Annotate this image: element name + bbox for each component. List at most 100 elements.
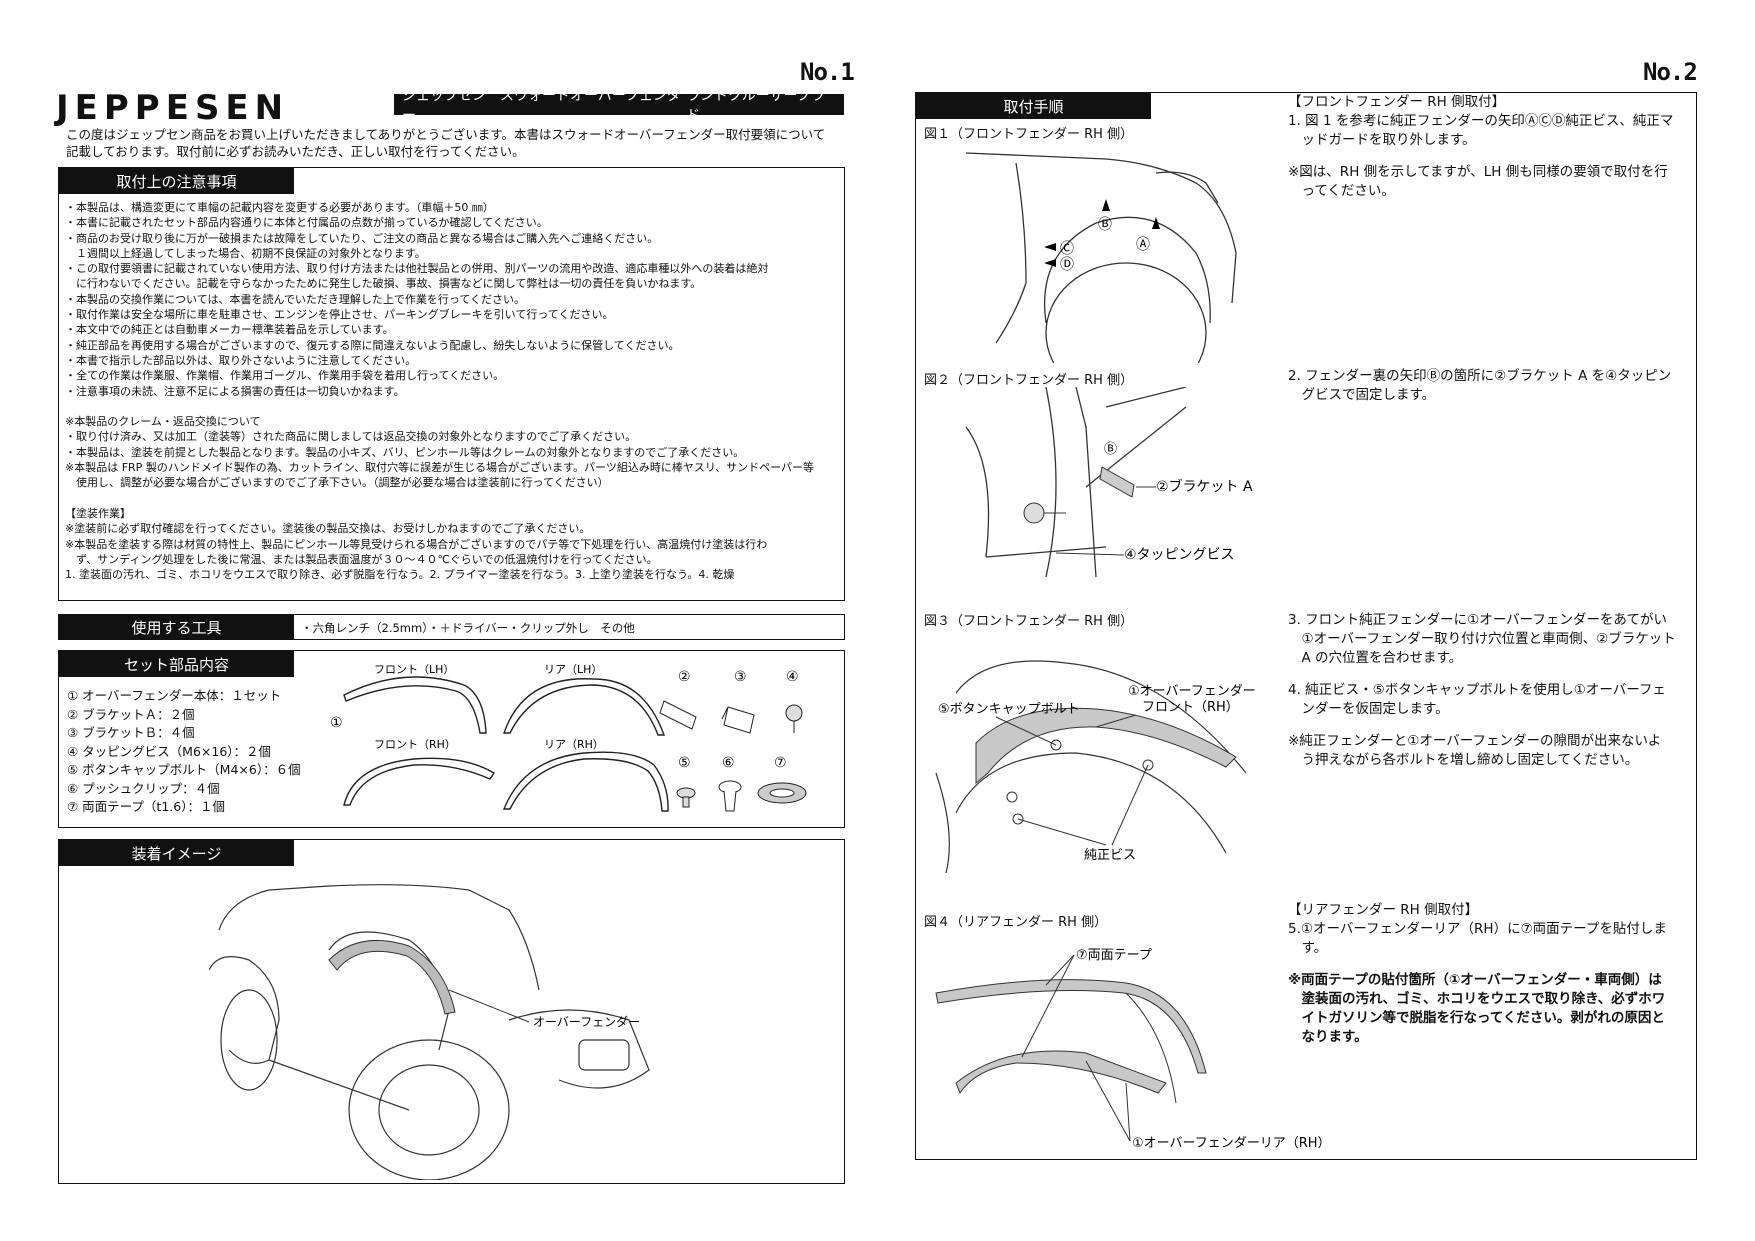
caution-line bbox=[65, 399, 814, 414]
fig2-illustration: Ⓑ ②ブラケット A ④タッピングビス bbox=[965, 387, 1253, 578]
fig1-mark-b: Ⓑ bbox=[1098, 217, 1112, 233]
caution-line: に行わないでください。記載を守らなかったために発生した破損、事故、損害などに関し… bbox=[65, 277, 702, 291]
image-section: 装着イメージ オーバーフェンダー bbox=[58, 839, 845, 1184]
parts-item: ④ タッピングビス（M6×16）：２個 bbox=[67, 743, 272, 759]
parts-section: セット部品内容 ① オーバーフェンダー本体：１セット ② ブラケットＡ：２個 ③… bbox=[58, 650, 845, 828]
fig1-step-line: 1. 図 1 を参考に純正フェンダーの矢印ⒶⒸⒹ純正ビス、純正マ bbox=[1288, 113, 1674, 129]
fig1-heading: 【フロントフェンダー RH 側取付】 bbox=[1288, 94, 1506, 110]
fig3-step3-line: ①オーバーフェンダー取り付け穴位置と車両側、②ブラケット bbox=[1288, 631, 1676, 647]
fig3-label-fender2: フロント（RH） bbox=[1142, 700, 1239, 715]
brand-logo: JEPPESEN bbox=[56, 88, 290, 128]
label-num-5: ⑤ bbox=[678, 755, 691, 771]
caution-list: ・本製品は、構造変更にて車幅の記載内容を変更する必要があります。（車幅＋50 ㎜… bbox=[65, 200, 814, 582]
fig3-text: 3. フロント純正フェンダーに①オーバーフェンダーをあてがい ①オーバーフェンダ… bbox=[1288, 611, 1676, 770]
label-num-1: ① bbox=[330, 715, 343, 731]
page-number-1: No.1 bbox=[800, 58, 855, 86]
fig2-text: 2. フェンダー裏の矢印Ⓑの箇所に②ブラケット A を④タッピン グビスで固定し… bbox=[1288, 367, 1671, 405]
fig4-step-line: す。 bbox=[1288, 940, 1328, 956]
caution-line: ・本書で指示した部品以外は、取り外さないように注意してください。 bbox=[65, 353, 417, 367]
header-product: ジェップセン スウォードオーバーフェンダー bbox=[402, 87, 682, 124]
fig4-label-fender: ①オーバーフェンダーリア（RH） bbox=[1132, 1136, 1331, 1151]
label-num-2: ② bbox=[678, 669, 691, 685]
fig1-step-line: ッドガードを取り外します。 bbox=[1288, 132, 1476, 148]
fig3-illustration: ⑤ボタンキャップボルト ①オーバーフェンダー フロント（RH） 純正ビス bbox=[935, 660, 1256, 873]
caution-line: 【塗装作業】 bbox=[65, 506, 131, 520]
fig4-illustration: ⑦両面テープ ①オーバーフェンダーリア（RH） bbox=[935, 948, 1331, 1151]
label-front-rh: フロント（RH） bbox=[374, 738, 456, 751]
mounted-car-illustration: オーバーフェンダー bbox=[209, 884, 650, 1180]
caution-line: ・注意事項の未読、注意不足による損害の責任は一切負いかねます。 bbox=[65, 384, 405, 398]
fig1-note-line: ※図は、RH 側を示してますが、LH 側も同様の要領で取付を行 bbox=[1288, 164, 1668, 180]
overfender-highlight bbox=[328, 940, 456, 1015]
caution-line: ※塗装前に必ず取付確認を行ってください。塗装後の製品交換は、お受けしかねますので… bbox=[65, 522, 591, 536]
bracket-a-shape bbox=[659, 700, 697, 730]
caution-line: ・本文中での純正とは自動車メーカー標準装着品を示しています。 bbox=[65, 323, 394, 337]
fig3-label-screw: 純正ビス bbox=[1084, 848, 1136, 863]
parts-title: セット部品内容 bbox=[59, 651, 294, 677]
intro-line: この度はジェップセン商品をお買い上げいただきましてありがとうございます。本書はス… bbox=[66, 127, 826, 142]
fender-rear-rh bbox=[502, 751, 669, 812]
caution-line: ・本製品は、塗装を前提とした製品となります。製品の小キズ、バリ、ピンホール等はク… bbox=[65, 445, 745, 459]
caution-line: 1. 塗装面の汚れ、ゴミ、ホコリをウエスで取り除き、必ず脱脂を行なう。2. プラ… bbox=[65, 568, 735, 582]
steps-title: 取付手順 bbox=[916, 93, 1151, 119]
fig1-caption: 図１（フロントフェンダー RH 側） bbox=[924, 127, 1134, 142]
caution-line: ・この取付要領書に記載されていない使用方法、取り付け方法または他社製品との併用、… bbox=[65, 262, 769, 276]
caution-line: ・取り付け済み、又は加工（塗装等）された商品に関しましては返品交換の対象外となり… bbox=[65, 430, 637, 444]
intro-line: 記載しております。取付前に必ずお読みいただき、正しい取付を行ってください。 bbox=[66, 144, 525, 159]
fig3-overfender bbox=[975, 707, 1237, 785]
label-front-lh: フロント（LH） bbox=[374, 663, 454, 676]
fig4-caption: 図４（リアフェンダー RH 側） bbox=[924, 915, 1108, 930]
parts-item: ③ ブラケットＢ：４個 bbox=[67, 725, 195, 740]
bolt-shape bbox=[676, 787, 696, 808]
overfender-label: オーバーフェンダー bbox=[533, 1014, 640, 1029]
label-rear-lh: リア（LH） bbox=[544, 663, 602, 676]
tools-title: 使用する工具 bbox=[59, 615, 294, 639]
parts-item: ② ブラケットＡ：２個 bbox=[67, 706, 195, 722]
fender-rear-lh bbox=[503, 678, 665, 736]
fig1-mark-a: Ⓐ bbox=[1136, 237, 1150, 253]
fig4-rear-fender-lower bbox=[955, 1050, 1167, 1095]
image-title: 装着イメージ bbox=[59, 840, 294, 866]
fig3-label-fender1: ①オーバーフェンダー bbox=[1128, 684, 1256, 699]
tools-section: 使用する工具 ・六角レンチ（2.5mm）・＋ドライバー・クリップ外し その他 bbox=[58, 614, 845, 640]
label-num-3: ③ bbox=[734, 669, 747, 685]
parts-list: ① オーバーフェンダー本体：１セット ② ブラケットＡ：２個 ③ ブラケットＢ：… bbox=[67, 687, 301, 817]
fig4-note-line: ※両面テープの貼付箇所（①オーバーフェンダー・車両側）は bbox=[1288, 972, 1662, 988]
fig1-mark-c: Ⓒ bbox=[1060, 241, 1074, 257]
caution-line: ・全ての作業は作業服、作業帽、作業用ゴーグル、作業用手袋を着用し行ってください。 bbox=[65, 369, 505, 383]
label-num-7: ⑦ bbox=[774, 755, 787, 771]
fender-front-lh bbox=[343, 676, 487, 734]
fig3-caption: 図３（フロントフェンダー RH 側） bbox=[924, 614, 1134, 629]
fig1-mark-d: Ⓓ bbox=[1060, 257, 1074, 273]
fig2-screw bbox=[1023, 502, 1066, 524]
caution-line: ・本製品は、構造変更にて車幅の記載内容を変更する必要があります。（車幅＋50 ㎜… bbox=[65, 201, 494, 214]
fig2-caption: 図２（フロントフェンダー RH 側） bbox=[924, 373, 1134, 388]
caution-line: ・商品のお受け取り後に万が一破損または故障をしていたり、ご注文の商品と異なる場合… bbox=[65, 231, 659, 245]
page-number-2: No.2 bbox=[1643, 58, 1698, 86]
intro-text: この度はジェップセン商品をお買い上げいただきましてありがとうございます。本書はス… bbox=[66, 126, 825, 160]
fig4-heading: 【リアフェンダー RH 側取付】 bbox=[1288, 902, 1479, 918]
fig3-step3-line: A の穴位置を合わせます。 bbox=[1288, 650, 1463, 666]
fender-front-rh bbox=[343, 757, 495, 806]
caution-line: ※本製品は FRP 製のハンドメイド製作の為、カットライン、取付穴等に誤差が生じ… bbox=[65, 461, 815, 475]
fig3-step4-line: 4. 純正ビス・⑤ボタンキャップボルトを使用し①オーバーフェ bbox=[1288, 682, 1666, 698]
fig2-label-bracket: ②ブラケット A bbox=[1156, 478, 1253, 495]
fig1-illustration: Ⓑ Ⓐ Ⓒ Ⓓ bbox=[965, 152, 1237, 363]
fig3-label-bolt: ⑤ボタンキャップボルト bbox=[938, 702, 1080, 717]
clip-shape bbox=[718, 780, 742, 812]
fig2-label-screw: ④タッピングビス bbox=[1124, 547, 1235, 563]
fig1-text: 【フロントフェンダー RH 側取付】 1. 図 1 を参考に純正フェンダーの矢印… bbox=[1288, 93, 1673, 201]
fig2-bracket bbox=[1099, 466, 1135, 498]
fig1-note-line: ってください。 bbox=[1288, 183, 1395, 199]
label-rear-rh: リア（RH） bbox=[544, 738, 604, 751]
steps-frame: 取付手順 図１（フロントフェンダー RH 側） Ⓑ Ⓐ Ⓒ Ⓓ 【フロントフェン… bbox=[915, 92, 1697, 1160]
caution-line: 使用し、調整が必要な場合がございますのでご了承下さい。（調整が必要な場合は塗装前… bbox=[65, 476, 609, 490]
fig3-note-line: ※純正フェンダーと①オーバーフェンダーの隙間が出来ないよ bbox=[1288, 733, 1662, 749]
header-bar: ジェップセン スウォードオーバーフェンダー ランドクルーザープラド bbox=[394, 88, 844, 124]
caution-line: ※本製品のクレーム・返品交換について bbox=[65, 415, 261, 429]
caution-line: ず、サンディング処理をした後に常温、または製品表面温度が３０～４０℃ぐらいでの低… bbox=[65, 552, 658, 566]
label-num-4: ④ bbox=[786, 669, 799, 685]
fig4-step-line: 5.①オーバーフェンダーリア（RH）に⑦両面テープを貼付しま bbox=[1288, 921, 1667, 937]
screw-shape bbox=[785, 704, 803, 733]
fig4-text: 【リアフェンダー RH 側取付】 5.①オーバーフェンダーリア（RH）に⑦両面テ… bbox=[1288, 901, 1667, 1047]
